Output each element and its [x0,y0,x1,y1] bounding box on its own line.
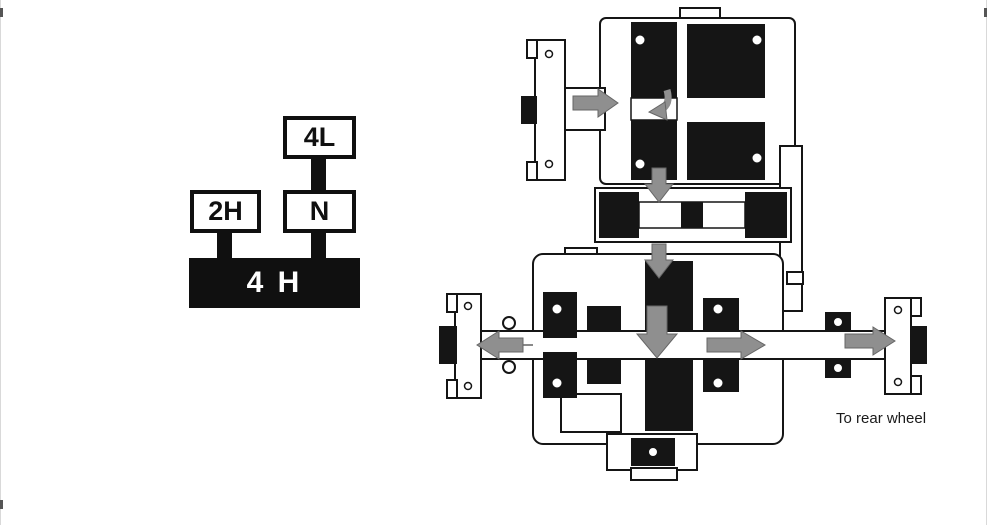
bearing-ball-icon [647,446,659,458]
input-power-arrow-icon [572,88,619,118]
flange-bolt-icon [544,159,554,169]
bearing-ball-icon [750,33,764,47]
bearing-ball-icon [502,360,516,374]
shift-box-n: N [283,190,356,233]
rear-hub-nut [911,326,927,364]
bearing-ball-icon [550,376,564,390]
power-flow-arrows [476,88,896,360]
bearing-ball-icon [750,151,764,165]
input-hub-nut [521,96,537,124]
input-flange [534,39,566,181]
shift-label-2h: 2H [208,196,243,226]
shift-label-4h: 4 H [246,266,303,299]
bearing-ball-icon [633,157,647,171]
top-lower-gear [687,122,765,180]
sleeve-gear [587,306,621,332]
bearing-ball-icon [832,362,844,374]
bottom-flange [630,467,678,481]
front-flange [454,293,482,399]
shift-box-4l: 4L [283,116,356,159]
connector-2h-4h [217,231,232,259]
transfer-case-cross-section [439,7,927,481]
bearing-ball-icon [633,33,647,47]
bearing-ball-icon [502,316,516,330]
output-gear [703,298,739,332]
bearing-ball-icon [832,316,844,328]
gear-masses [543,22,851,466]
flange-bolt-icon [463,381,473,391]
scan-artifact [984,8,987,17]
to-rear-wheel-arrow-icon [844,326,896,356]
mid-hub [681,202,703,228]
left-bearing-block [543,292,577,338]
rear-output-right-arrow-icon [706,330,766,360]
bearing-ball-icon [711,302,725,316]
housing-bolt-boss [786,271,804,285]
connector-n-4h [311,231,326,259]
flange-bolt-icon [544,49,554,59]
flange-bolt-icon [463,301,473,311]
scan-edge-left [0,0,1,525]
bearing-ball-icon [550,302,564,316]
flange-bolt-icon [893,305,903,315]
mid-gear-left [599,192,639,238]
front-hub-nut [439,326,457,364]
shift-box-4h: 4 H [189,258,360,308]
front-output-left-arrow-icon [476,330,524,360]
input-flange-tab [526,39,538,59]
sleeve-gear [587,358,621,384]
mid-gear-right [745,192,787,238]
connector-4l-n [311,157,326,192]
top-transfer-arrowhead-icon [647,101,668,121]
to-rear-wheel-label: To rear wheel [836,410,927,427]
shift-label-n: N [309,196,330,226]
input-flange-tab [526,161,538,181]
gear-down-arrow-lower-icon [643,243,675,279]
scan-artifact [0,8,3,17]
scan-artifact [0,500,3,509]
lower-left-bump [560,393,622,433]
bearings [463,33,903,458]
main-down-arrow-icon [635,305,679,359]
front-flange-tab [446,293,458,313]
shift-box-2h: 2H [190,190,261,233]
bearing-ball-icon [711,376,725,390]
shift-label-4l: 4L [303,122,336,152]
center-gear-lower [645,359,693,431]
left-bearing-block [543,352,577,398]
flange-bolt-icon [893,377,903,387]
front-flange-tab [446,379,458,399]
gear-down-arrow-upper-icon [643,167,675,203]
rear-flange-tab [910,297,922,317]
rear-flange-tab [910,375,922,395]
